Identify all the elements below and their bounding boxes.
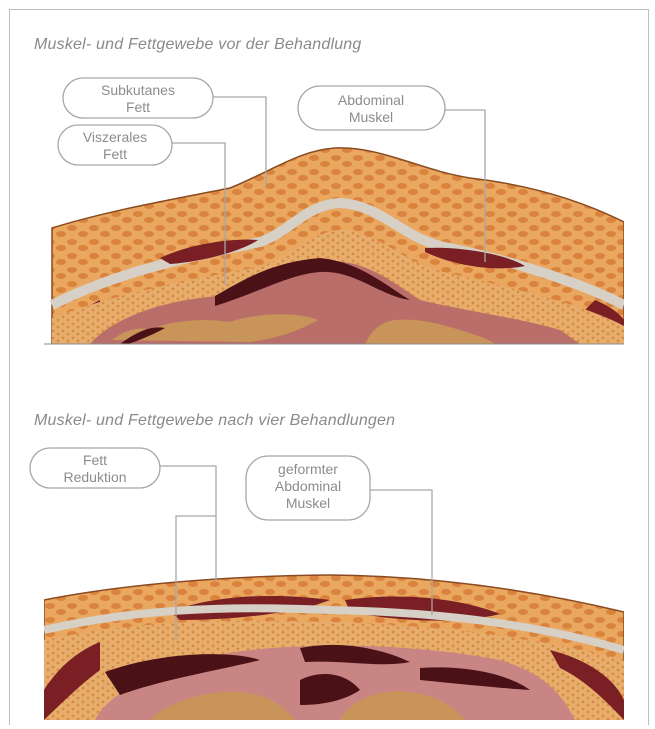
callout-visceral-line1: Viszerales (83, 129, 147, 145)
before-tissue (52, 148, 624, 344)
callout-abdominal-line1: Abdominal (338, 92, 404, 108)
callout-abdominal-line2: Muskel (349, 109, 393, 125)
callout-subcutaneous-line1: Subkutanes (101, 82, 175, 98)
callout-visceral-line2: Fett (103, 146, 127, 162)
callout-abdominal: Abdominal Muskel (298, 86, 445, 130)
callout-visceral: Viszerales Fett (58, 125, 172, 165)
callout-subcutaneous: Subkutanes Fett (63, 78, 213, 118)
callout-subcutaneous-line2: Fett (126, 99, 150, 115)
